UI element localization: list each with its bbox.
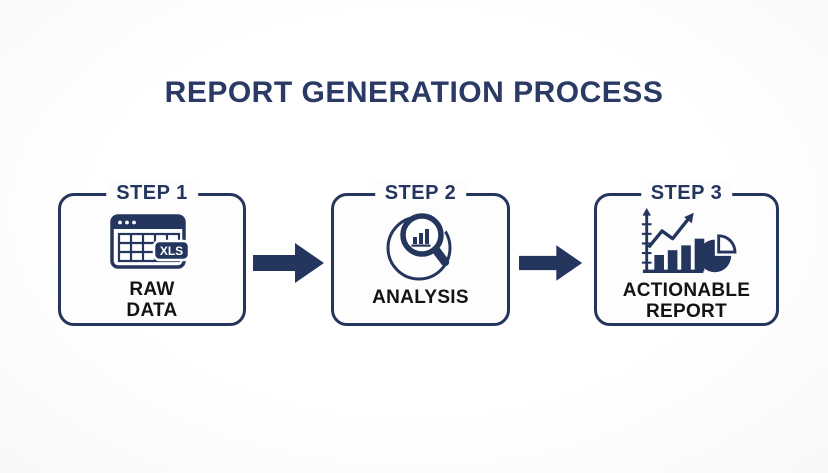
step-2-label: STEP 2: [374, 180, 467, 207]
step-3-caption-line2: REPORT: [646, 301, 727, 322]
step-1-label: STEP 1: [106, 180, 198, 207]
step-2-box: STEP 2 ANALYSIS: [331, 180, 510, 326]
step-3-caption: ACTIONABLE REPORT: [623, 280, 751, 322]
step-1-caption: RAW DATA: [126, 279, 177, 321]
step-3-label: STEP 3: [640, 180, 733, 207]
page-title: REPORT GENERATION PROCESS: [164, 76, 664, 109]
magnifier-bar-chart-icon: [386, 213, 453, 281]
spreadsheet-xls-icon: XLS: [110, 214, 191, 269]
step-1-box: STEP 1 XLS: [58, 180, 246, 326]
step-2-icon-wrap: [385, 207, 457, 281]
step-1-icon-wrap: XLS: [109, 211, 195, 275]
step-2-content: ANALYSIS: [334, 196, 507, 323]
step-1-caption-line2: DATA: [126, 300, 178, 321]
growth-chart-pie-icon: [641, 207, 736, 273]
step-3-caption-line1: ACTIONABLE: [622, 280, 751, 301]
arrow-right-icon-2: [519, 245, 583, 281]
step-3-box: STEP 3: [594, 180, 779, 326]
step-2-caption: ANALYSIS: [372, 287, 469, 308]
step-1-caption-line1: RAW: [129, 279, 175, 300]
xls-badge-text: XLS: [160, 244, 183, 258]
step-3-icon-wrap: [636, 207, 738, 276]
arrow-right-icon-1: [253, 243, 324, 283]
step-1-content: XLS RAW DATA: [61, 196, 243, 323]
step-3-content: ACTIONABLE REPORT: [597, 196, 776, 323]
step-2-caption-line1: ANALYSIS: [372, 287, 469, 308]
